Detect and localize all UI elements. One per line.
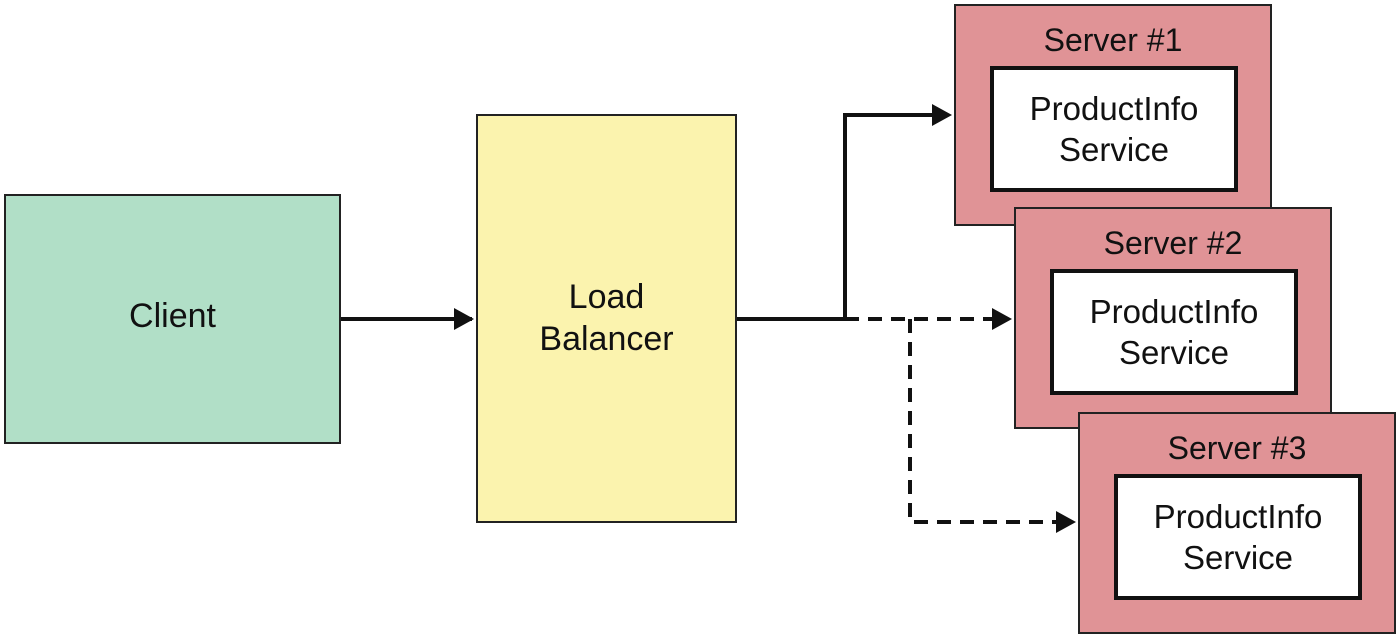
- server-3-service-line2: Service: [1182, 539, 1294, 576]
- server-2-service-line1: ProductInfo: [1089, 293, 1259, 330]
- server-1-service-label: ProductInfo Service: [994, 88, 1234, 170]
- load-balancer-to-server-1-arrow: [737, 113, 932, 321]
- server-2-service-label: ProductInfo Service: [1054, 291, 1294, 373]
- load-balancer-box: Load Balancer: [476, 114, 737, 523]
- server-2-title: Server #2: [1103, 225, 1243, 261]
- server-2-box: Server #2 ProductInfo Service: [1014, 207, 1332, 429]
- server-2-service-box: ProductInfo Service: [1050, 269, 1298, 395]
- server-3-box: Server #3 ProductInfo Service: [1078, 412, 1396, 634]
- load-balancer-label-line1: Load: [568, 278, 645, 316]
- server-2-service-line2: Service: [1118, 334, 1230, 371]
- load-balancer-to-server-3-arrow: [908, 319, 1056, 524]
- server-3-service-box: ProductInfo Service: [1114, 474, 1362, 600]
- server-1-box: Server #1 ProductInfo Service: [954, 4, 1272, 226]
- client-to-load-balancer-arrowhead: [454, 308, 474, 330]
- load-balancer-to-server-2-arrowhead: [992, 308, 1012, 330]
- server-1-title: Server #1: [1043, 22, 1183, 58]
- load-balancer-label: Load Balancer: [478, 276, 735, 360]
- load-balancer-label-line2: Balancer: [539, 320, 674, 358]
- server-3-title: Server #3: [1167, 430, 1307, 466]
- load-balancer-to-server-1-arrowhead: [932, 104, 952, 126]
- client-label: Client: [129, 297, 216, 335]
- server-1-service-box: ProductInfo Service: [990, 66, 1238, 192]
- server-1-service-line1: ProductInfo: [1029, 90, 1199, 127]
- server-3-service-label: ProductInfo Service: [1118, 496, 1358, 578]
- load-balancer-to-server-3-arrowhead: [1056, 511, 1076, 533]
- client-box: Client: [4, 194, 341, 444]
- server-3-service-line1: ProductInfo: [1153, 498, 1323, 535]
- server-1-service-line2: Service: [1058, 131, 1170, 168]
